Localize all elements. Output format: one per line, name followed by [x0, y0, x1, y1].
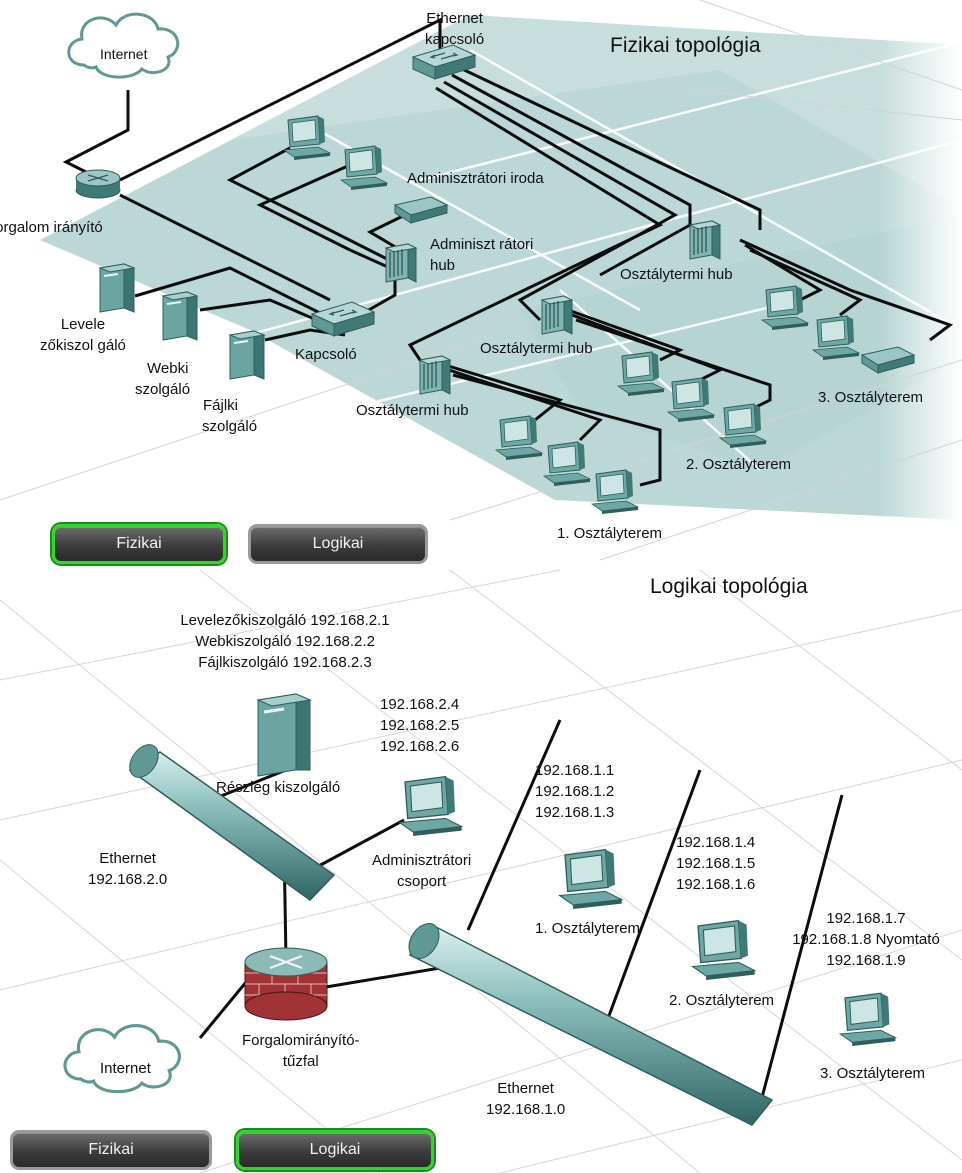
physical-title: Fizikai topológia — [610, 34, 761, 57]
classroom-hub-3-physical[interactable] — [689, 220, 721, 260]
class3-ip-list: 192.168.1.7 192.168.1.8 Nyomtató 192.168… — [792, 910, 940, 969]
classroom-hub-1-physical[interactable] — [419, 355, 451, 395]
classroom-2-label-physical: 2. Osztályterem — [686, 456, 792, 473]
ethernet-admin-label: Ethernet 192.168.2.0 — [88, 850, 168, 888]
class1-pc-3[interactable] — [591, 469, 639, 515]
class1-ip-list: 192.168.1.1 192.168.1.2 192.168.1.3 — [535, 762, 615, 821]
admin-office-label: Adminisztrátori iroda — [407, 170, 544, 187]
department-server[interactable] — [256, 693, 312, 777]
internet-label-logical: Internet — [100, 1060, 151, 1077]
class2-pc-1[interactable] — [617, 351, 665, 397]
classroom-3-label-physical: 3. Osztályterem — [818, 389, 924, 406]
router-label-physical: Forgalom irányító — [0, 219, 103, 236]
physical-grid — [0, 0, 962, 561]
ethernet-class-label: Ethernet 192.168.1.0 — [486, 1080, 566, 1118]
admin-pc-1[interactable] — [283, 115, 331, 161]
web-server-physical[interactable] — [162, 291, 198, 341]
admin-pc-2[interactable] — [340, 145, 388, 191]
server-ip-list: Levelezőkiszolgáló 192.168.2.1 Webkiszol… — [180, 612, 390, 671]
web-server-label: Webki szolgáló — [135, 360, 191, 398]
department-server-label: Részleg kiszolgáló — [216, 779, 341, 796]
ethernet-switch-label: Ethernet kapcsoló — [425, 10, 485, 48]
internet-label-physical: Internet — [100, 46, 148, 62]
admin-group-label: Adminisztrátori csoport — [372, 852, 472, 890]
classroom-1-label-logical: 1. Osztályterem — [535, 920, 641, 937]
class3-pc-1[interactable] — [761, 285, 809, 331]
class2-pc-3[interactable] — [719, 403, 767, 449]
classroom-hub-1-label: Osztálytermi hub — [356, 402, 469, 419]
classroom-3-pc[interactable] — [839, 992, 897, 1047]
switch-label-physical: Kapcsoló — [295, 346, 357, 363]
admin-ip-list: 192.168.2.4 192.168.2.5 192.168.2.6 — [380, 696, 460, 755]
logical-button-top[interactable]: Logikai — [248, 524, 428, 564]
class3-printer[interactable] — [860, 346, 916, 374]
logical-title: Logikai topológia — [650, 575, 808, 598]
classroom-1-pc[interactable] — [558, 848, 623, 910]
mail-server-label: Levele zőkiszol gáló — [40, 316, 126, 354]
logical-button-bottom[interactable]: Logikai — [236, 1130, 434, 1170]
physical-button-bottom[interactable]: Fizikai — [10, 1130, 212, 1170]
class1-pc-2[interactable] — [543, 441, 591, 487]
physical-floor — [40, 15, 962, 530]
classroom-2-label-logical: 2. Osztályterem — [669, 992, 775, 1009]
classroom-3-label-logical: 3. Osztályterem — [820, 1065, 926, 1082]
router-firewall[interactable] — [244, 947, 328, 1021]
admin-group-pc[interactable] — [398, 775, 463, 837]
class2-pc-2[interactable] — [667, 377, 715, 423]
file-server-label: Fájlki szolgáló — [202, 397, 258, 435]
classroom-hub-3-label: Osztálytermi hub — [620, 266, 733, 283]
mail-server-physical[interactable] — [99, 263, 135, 313]
class2-ip-list: 192.168.1.4 192.168.1.5 192.168.1.6 — [676, 834, 756, 893]
admin-printer[interactable] — [393, 196, 449, 224]
classroom-2-pc[interactable] — [691, 919, 756, 981]
classroom-1-label-physical: 1. Osztályterem — [557, 525, 663, 542]
file-server-physical[interactable] — [229, 330, 265, 380]
admin-hub-label: Adminiszt rátori hub — [430, 236, 534, 274]
class3-pc-2[interactable] — [812, 315, 860, 361]
physical-button-top[interactable]: Fizikai — [52, 524, 226, 564]
router-physical[interactable] — [75, 169, 121, 199]
classroom-hub-2-physical[interactable] — [541, 295, 573, 335]
router-firewall-label: Forgalomirányító- tűzfal — [242, 1032, 360, 1070]
ethernet-pipe-class — [408, 923, 774, 1126]
admin-hub-physical[interactable] — [385, 243, 417, 283]
classroom-hub-2-label: Osztálytermi hub — [480, 340, 593, 357]
ethernet-pipe-admin — [128, 744, 336, 901]
class1-pc-1[interactable] — [495, 415, 543, 461]
physical-cables — [62, 17, 954, 487]
